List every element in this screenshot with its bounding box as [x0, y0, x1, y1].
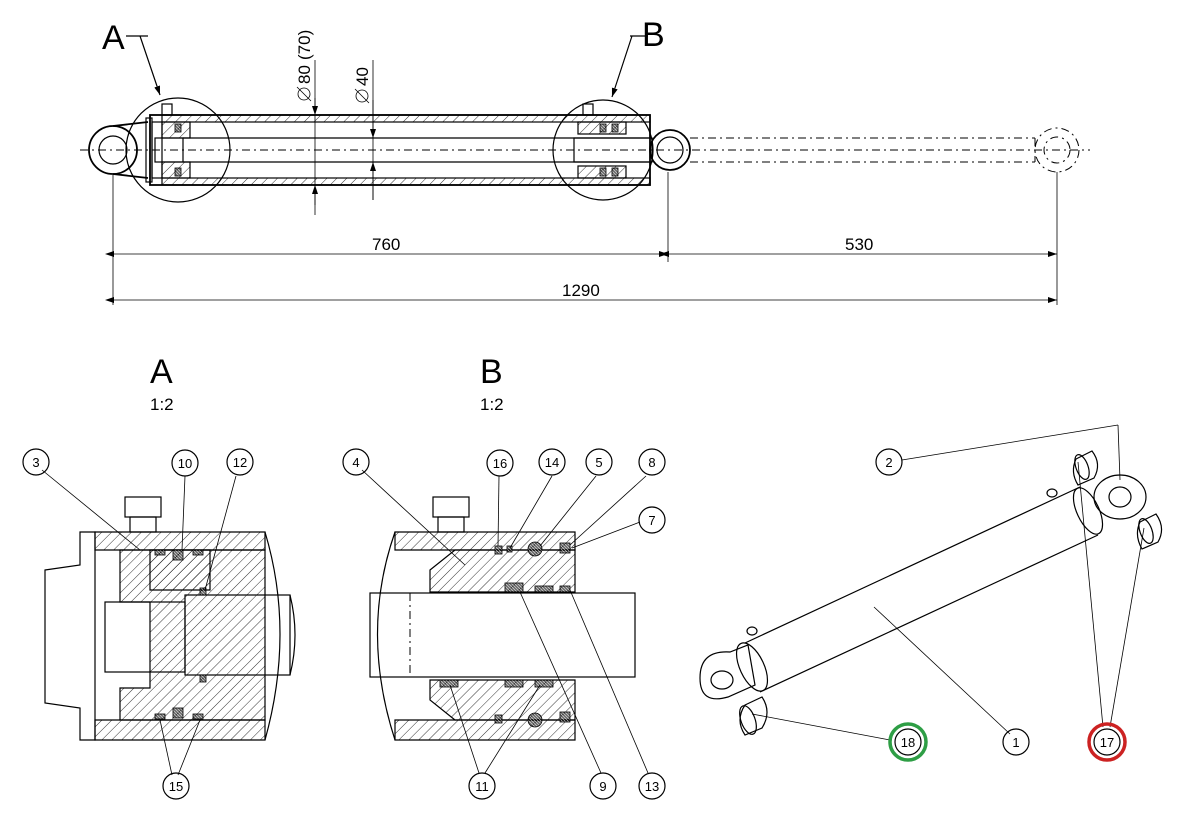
balloon-12: 12 [226, 448, 254, 476]
svg-text:10: 10 [178, 456, 192, 471]
detail-a-letter: A [102, 19, 125, 57]
svg-text:18: 18 [901, 735, 915, 750]
red-highlight-ring [1087, 722, 1127, 762]
svg-text:1: 1 [1012, 735, 1019, 750]
extended-length: 1290 [562, 281, 600, 300]
balloon-17-highlighted: 17 [1087, 722, 1127, 762]
svg-text:8: 8 [648, 455, 655, 470]
balloon-8: 8 [638, 448, 666, 476]
balloon-9: 9 [589, 772, 617, 800]
section-a-title: A [150, 353, 173, 391]
rod-value: 40 [353, 67, 372, 86]
balloon-11: 11 [468, 772, 496, 800]
svg-text:3: 3 [32, 455, 39, 470]
svg-text:4: 4 [352, 455, 359, 470]
balloon-7: 7 [638, 506, 666, 534]
svg-text:2: 2 [885, 455, 892, 470]
balloon-1: 1 [1002, 728, 1030, 756]
bore-alt-value: (70) [295, 30, 314, 60]
svg-text:17: 17 [1100, 735, 1114, 750]
balloon-2: 2 [875, 448, 903, 476]
balloon-3: 3 [22, 448, 50, 476]
section-b-view: B 1:2 [369, 353, 636, 741]
svg-text:7: 7 [648, 513, 655, 528]
section-b-title: B [480, 353, 503, 391]
svg-text:13: 13 [645, 779, 659, 794]
leader-lines [41, 424, 1145, 776]
retracted-length: 760 [372, 235, 400, 254]
detail-b-letter: B [642, 16, 665, 54]
balloon-18-highlighted: 18 [888, 722, 928, 762]
svg-text:16: 16 [493, 456, 507, 471]
svg-text:14: 14 [545, 455, 559, 470]
isometric-view [699, 450, 1163, 736]
balloon-4: 4 [342, 448, 370, 476]
svg-text:9: 9 [599, 779, 606, 794]
cylinder-overview: A B 80 (70) 40 760 530 1290 [80, 16, 1090, 305]
balloon-5: 5 [585, 448, 613, 476]
svg-text:12: 12 [233, 455, 247, 470]
svg-text:5: 5 [595, 455, 602, 470]
detail-a-circle [125, 97, 231, 203]
svg-text:15: 15 [169, 779, 183, 794]
green-highlight-ring [888, 722, 928, 762]
section-a-scale: 1:2 [150, 395, 174, 414]
rod-dimension: 40 [353, 67, 372, 104]
bore-dimension: 80 (70) [295, 30, 314, 102]
section-a-view: A 1:2 [44, 353, 296, 741]
balloon-16: 16 [486, 449, 514, 477]
section-b-scale: 1:2 [480, 395, 504, 414]
balloon-14: 14 [538, 448, 566, 476]
svg-text:11: 11 [475, 779, 489, 794]
balloon-15: 15 [162, 772, 190, 800]
iso-barrel [744, 486, 1099, 693]
balloon-10: 10 [171, 449, 199, 477]
stroke-length: 530 [845, 235, 873, 254]
bore-value: 80 [295, 65, 314, 84]
balloon-13: 13 [638, 772, 666, 800]
